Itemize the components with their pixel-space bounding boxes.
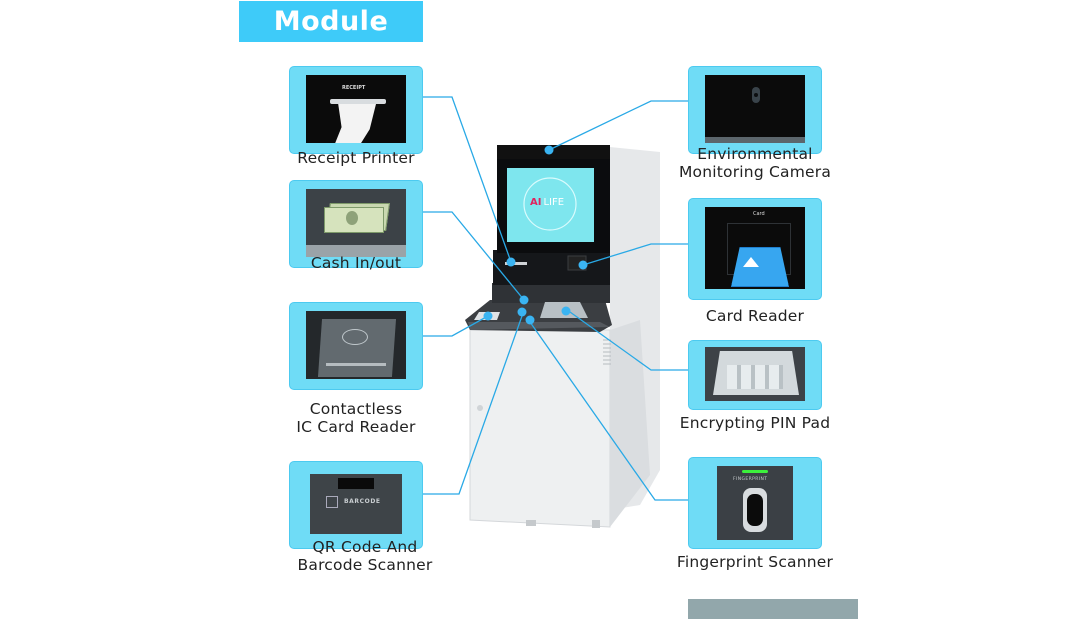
module-card-qr-barcode-scanner: BARCODE [289,461,423,549]
module-title: Module [273,6,389,37]
module-card-receipt-printer: RECEIPT [289,66,423,154]
connector-cash [423,211,525,301]
connector-contactless [423,315,489,337]
module-label-encrypting-pin-pad: Encrypting PIN Pad [679,414,831,432]
brand-ai: AI [530,197,542,208]
module-label-qr-barcode-scanner: QR Code And Barcode Scanner [297,538,433,574]
connector-card-reader [582,243,688,266]
barcode-scanner-icon: BARCODE [310,474,402,534]
fingerprint-icon: FINGERPRINT [717,466,793,540]
kiosk-machine [465,145,660,528]
pin-pad-icon [705,347,805,401]
connector-qr-barcode [423,315,523,495]
brand-life: LIFE [543,197,565,208]
module-card-card-reader: Card [688,198,822,300]
module-label-contactless-ic-card-reader: Contactless IC Card Reader [296,400,416,436]
card-reader-caption: Card [753,211,765,217]
banknotes-icon [306,189,406,257]
connector-fingerprint [529,321,688,501]
receipt-printer-icon: RECEIPT [306,75,406,143]
contactless-icon [306,311,406,379]
footer-bar [688,599,858,619]
connector-receipt-printer [423,96,512,263]
camera-icon [705,75,805,143]
module-label-cash-in-out: Cash In/out [310,254,402,272]
card-reader-icon: Card [705,207,805,289]
fingerprint-caption: FINGERPRINT [733,477,768,482]
module-title-banner: Module [239,1,423,42]
module-card-fingerprint-scanner: FINGERPRINT [688,457,822,549]
module-card-encrypting-pin-pad [688,340,822,410]
module-card-environmental-camera [688,66,822,154]
module-label-fingerprint-scanner: Fingerprint Scanner [676,553,834,571]
barcode-caption: BARCODE [344,498,381,505]
module-card-cash-in-out [289,180,423,268]
connector-dots [483,145,588,325]
module-card-contactless-ic-card-reader [289,302,423,390]
module-label-receipt-printer: Receipt Printer [297,149,415,167]
receipt-printer-caption: RECEIPT [342,85,366,91]
module-label-environmental-camera: Environmental Monitoring Camera [678,145,832,181]
connector-lines [423,96,688,501]
connector-pin-pad [569,311,688,371]
connector-camera [548,100,688,151]
module-label-card-reader: Card Reader [705,307,805,325]
